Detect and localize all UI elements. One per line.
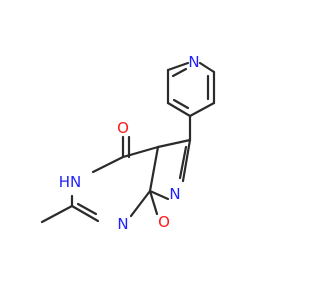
isoxazole-nitrogen-label: N — [169, 185, 180, 203]
amide-nh-label: HN — [59, 173, 82, 191]
bond-isoxazole-1 — [156, 138, 192, 149]
bond-pyridine-6 — [166, 61, 190, 72]
pyridine-nitrogen-label: N — [188, 53, 199, 71]
bond-pyridine-3 — [188, 101, 216, 118]
bond-methyl — [40, 204, 74, 224]
bond-pyrimidinone-2 — [91, 155, 125, 174]
bond-isoxazole-double — [178, 145, 188, 180]
isoxazole-oxygen-label: O — [158, 213, 170, 231]
bond-isoxazole-3 — [148, 189, 170, 201]
bond-pyrimidinone-double — [76, 202, 98, 216]
atom-labels: N O HN N N O — [59, 53, 200, 233]
molecule-structure-diagram: N O HN N N O — [40, 53, 216, 233]
pyrimidine-nitrogen-label: N — [117, 215, 128, 233]
bond-isoxazole-5 — [148, 145, 160, 193]
bond-isoxazole-4 — [148, 189, 159, 216]
bond-pyrimidinone-5 — [129, 189, 152, 218]
bond-isoxazole-2 — [181, 138, 192, 183]
bond-pyridine-5 — [198, 61, 216, 74]
bond-lines — [40, 61, 216, 224]
bond-pyridine-2 — [166, 101, 192, 118]
bond-pyridine-double-2 — [172, 98, 190, 110]
amide-nitrogen-text: N — [70, 173, 81, 191]
carbonyl-oxygen-label: O — [117, 119, 129, 137]
amide-hydrogen-text: H — [59, 173, 70, 191]
bond-pyrimidinone-4 — [70, 204, 100, 223]
bond-pyridine-double-1 — [171, 67, 188, 78]
